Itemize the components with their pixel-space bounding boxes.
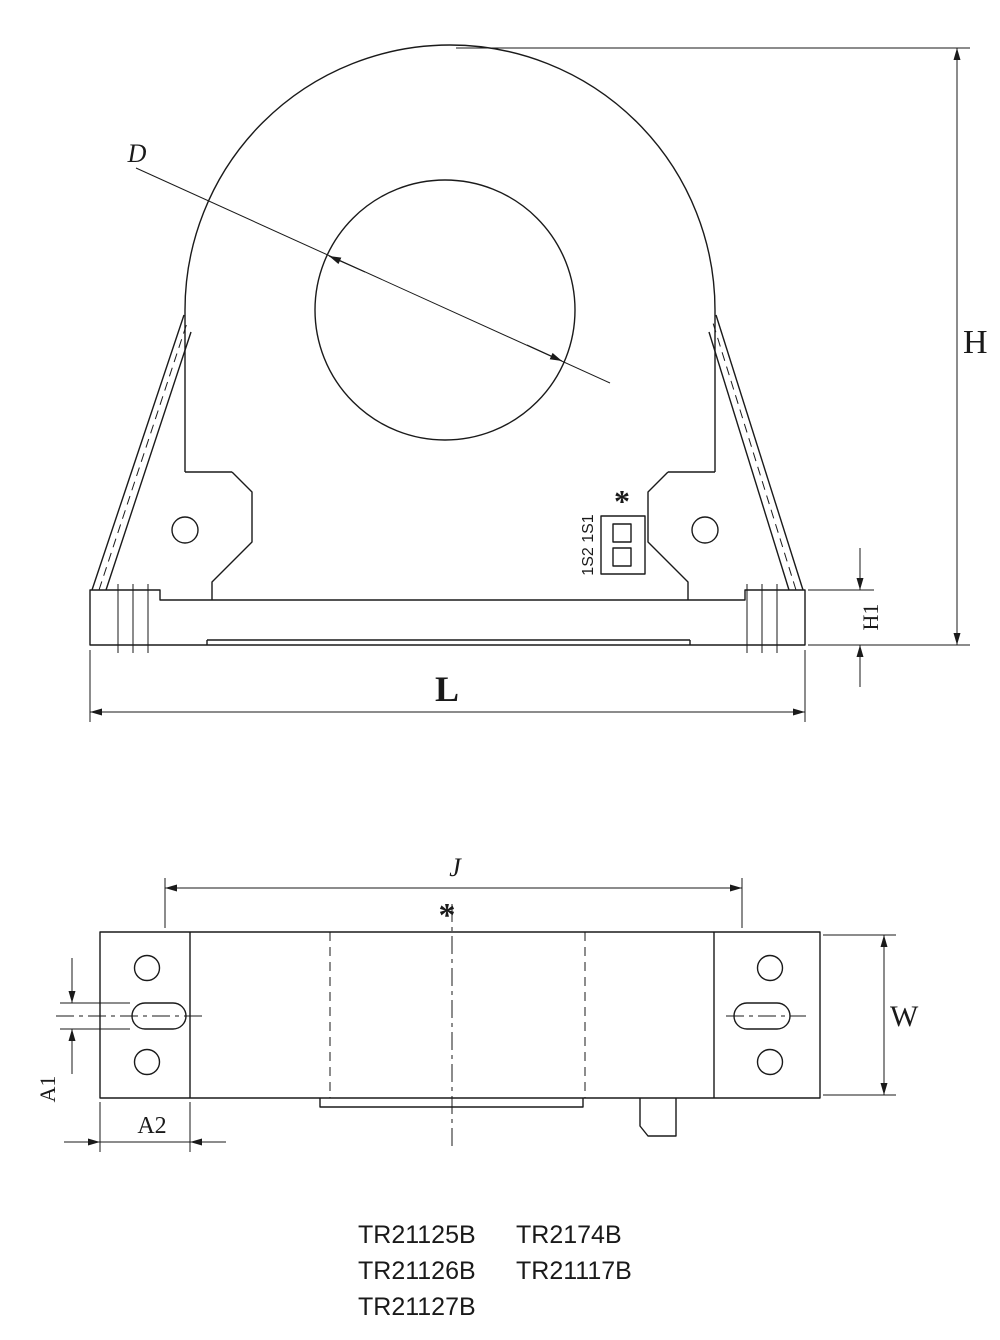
terminal-block [600, 515, 646, 575]
plan-hole-top-left [133, 954, 161, 982]
terminal-asterisk-mark: * [614, 483, 630, 519]
right-gusset-inner [708, 331, 790, 591]
plan-view: J * W A1 A2 [35, 853, 919, 1152]
dim-label-h1: H1 [858, 604, 883, 631]
plan-hole-bottom-right [756, 1048, 784, 1076]
dim-label-a2: A2 [137, 1113, 166, 1139]
dimension-d-arrow-2 [526, 344, 563, 362]
dim-label-d: D [127, 139, 147, 168]
part-number-tr21125b: TR21125B [358, 1221, 476, 1249]
part-number-tr21117b: TR21117B [516, 1257, 632, 1285]
plan-asterisk-mark: * [439, 897, 456, 934]
center-hole [314, 179, 576, 441]
base-outline [89, 589, 806, 646]
dome-arc [184, 44, 716, 311]
part-number-tr21126b: TR21126B [358, 1257, 476, 1285]
dimension-d-arrow-1 [328, 255, 366, 273]
plan-hole-top-right [756, 954, 784, 982]
right-ear-outline [647, 471, 689, 600]
part-number-tr2174b: TR2174B [516, 1221, 622, 1249]
left-gusset-outer [91, 314, 185, 591]
terminal-pin-2 [612, 547, 632, 567]
right-gusset-outer [715, 314, 804, 591]
plan-body-outline [99, 931, 821, 1099]
part-number-list: TR21125B TR2174B TR21126B TR21117B TR211… [358, 1221, 632, 1321]
left-gusset-inner [105, 331, 192, 591]
plan-connector-tab [639, 1098, 677, 1137]
front-view: 1S2 1S1 * D H H1 L [89, 44, 988, 722]
plan-slot-left [131, 1002, 187, 1030]
right-gusset-centerline [712, 322, 797, 591]
plan-bottom-lip [319, 1098, 584, 1108]
right-mounting-hole [691, 516, 719, 544]
terminal-label: 1S2 1S1 [580, 514, 597, 575]
terminal-pin-1 [612, 523, 632, 543]
part-number-tr21127b: TR21127B [358, 1293, 476, 1321]
dim-label-l: L [435, 669, 459, 709]
plan-hole-bottom-left [133, 1048, 161, 1076]
plan-slot-right [733, 1002, 791, 1030]
dim-label-a1: A1 [35, 1076, 60, 1103]
dim-label-h: H [963, 324, 988, 361]
left-gusset-centerline [98, 322, 188, 591]
left-mounting-hole [171, 516, 199, 544]
dim-label-w: W [890, 1000, 919, 1033]
left-ear-outline [211, 471, 253, 600]
dim-label-j: J [449, 853, 462, 882]
